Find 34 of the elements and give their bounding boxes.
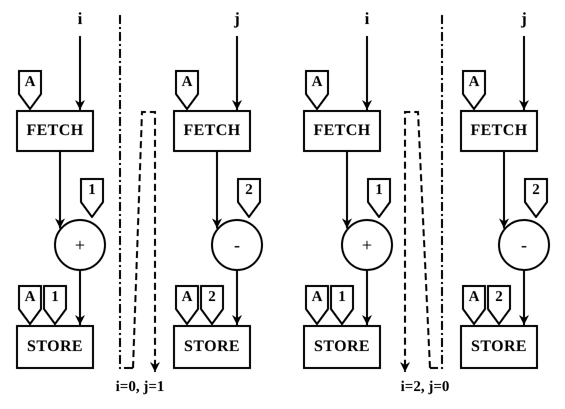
variable-label: i xyxy=(68,6,92,32)
arrow xyxy=(519,271,529,325)
state-caption: i=0, j=1 xyxy=(114,378,166,397)
token-tag: 2 xyxy=(487,285,511,325)
token-tag: 2 xyxy=(237,178,261,218)
token-tag: 1 xyxy=(330,285,354,325)
token-tag: A xyxy=(462,70,486,110)
token-tag: A xyxy=(305,285,329,325)
arrow xyxy=(232,271,242,325)
arrow xyxy=(499,152,509,228)
variable-label: j xyxy=(225,6,249,32)
token-tag: A xyxy=(175,70,199,110)
token-tag: A xyxy=(18,285,42,325)
token-tag: 2 xyxy=(200,285,224,325)
variable-label: i xyxy=(355,6,379,32)
token-tag: A xyxy=(18,70,42,110)
arrow xyxy=(362,36,372,110)
arrow xyxy=(75,271,85,325)
token-tag: A xyxy=(305,70,329,110)
arrow xyxy=(212,152,222,228)
state-caption: i=2, j=0 xyxy=(400,378,450,397)
arrow xyxy=(75,36,85,110)
arrow xyxy=(519,36,529,110)
token-tag: 1 xyxy=(43,285,67,325)
token-tag: 1 xyxy=(367,178,391,218)
token-tag: 2 xyxy=(524,178,548,218)
arrow xyxy=(362,271,372,325)
token-tag: 1 xyxy=(80,178,104,218)
arrow xyxy=(342,152,352,228)
token-tag: A xyxy=(175,285,199,325)
token-tag: A xyxy=(462,285,486,325)
arrow xyxy=(55,152,65,228)
arrow xyxy=(232,36,242,110)
variable-label: j xyxy=(512,6,536,32)
